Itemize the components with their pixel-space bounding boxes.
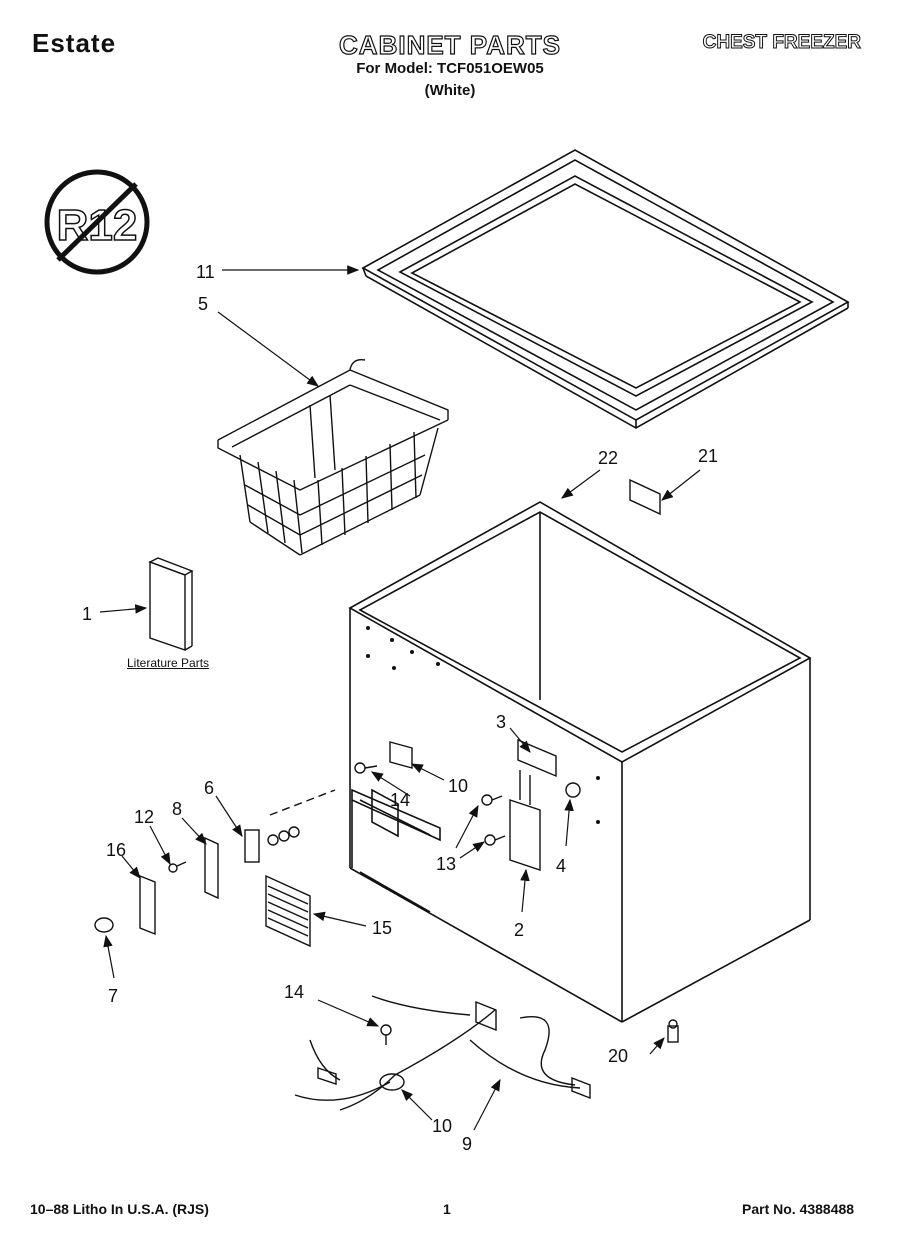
callout-4: 4 bbox=[556, 856, 566, 876]
page-number: 1 bbox=[443, 1201, 451, 1217]
color-line: (White) bbox=[424, 82, 476, 99]
bumper-part bbox=[565, 782, 581, 798]
freezer-cabinet bbox=[348, 501, 812, 1023]
grille-part bbox=[265, 874, 311, 948]
callout-9: 9 bbox=[462, 1134, 472, 1154]
callout-5: 5 bbox=[198, 294, 208, 314]
no-r12-prohibition-icon: R12 bbox=[44, 169, 150, 275]
callout-11: 11 bbox=[196, 262, 215, 282]
callout-14-harness: 14 bbox=[284, 982, 304, 1002]
callout-16: 16 bbox=[106, 840, 126, 860]
wire-basket bbox=[217, 359, 449, 556]
callout-21: 21 bbox=[698, 446, 718, 466]
callout-10-relay: 10 bbox=[448, 776, 468, 796]
callout-15: 15 bbox=[372, 918, 392, 938]
callout-3: 3 bbox=[496, 712, 506, 732]
label-21-part bbox=[629, 478, 661, 516]
cabinet-holes bbox=[366, 626, 600, 824]
wire-harness bbox=[294, 995, 591, 1111]
part-number: Part No. 4388488 bbox=[742, 1201, 855, 1217]
clip-part bbox=[667, 1019, 679, 1043]
page-title: CABINET PARTS bbox=[338, 29, 561, 60]
callout-10-harness: 10 bbox=[432, 1116, 452, 1136]
callout-22: 22 bbox=[598, 448, 618, 468]
hinge-bracket bbox=[509, 738, 557, 871]
callout-8: 8 bbox=[172, 799, 182, 819]
model-line: For Model: TCF051OEW05 bbox=[356, 60, 544, 77]
control-parts bbox=[94, 789, 336, 936]
literature-book bbox=[148, 557, 194, 651]
badge-text: R12 bbox=[57, 201, 138, 250]
callout-13: 13 bbox=[436, 854, 456, 874]
callout-2: 2 bbox=[514, 920, 524, 940]
footer-print-info: 10–88 Litho In U.S.A. (RJS) bbox=[30, 1201, 209, 1217]
callout-7: 7 bbox=[108, 986, 118, 1006]
relay-part bbox=[389, 741, 413, 769]
callout-20: 20 bbox=[608, 1046, 628, 1066]
callout-14-screw: 14 bbox=[390, 790, 410, 810]
callout-6: 6 bbox=[204, 778, 214, 798]
lid-gasket-frame bbox=[361, 149, 850, 429]
brand-logo: Estate bbox=[32, 28, 117, 58]
leader-lines bbox=[99, 265, 701, 1131]
screws bbox=[168, 762, 506, 1045]
callout-1: 1 bbox=[82, 604, 92, 624]
callout-numbers: 11 5 22 21 1 3 10 14 6 8 12 16 13 4 15 2… bbox=[82, 262, 718, 1154]
literature-parts-label: Literature Parts bbox=[127, 656, 210, 670]
callout-12: 12 bbox=[134, 807, 154, 827]
product-type: CHEST FREEZER bbox=[702, 32, 861, 54]
